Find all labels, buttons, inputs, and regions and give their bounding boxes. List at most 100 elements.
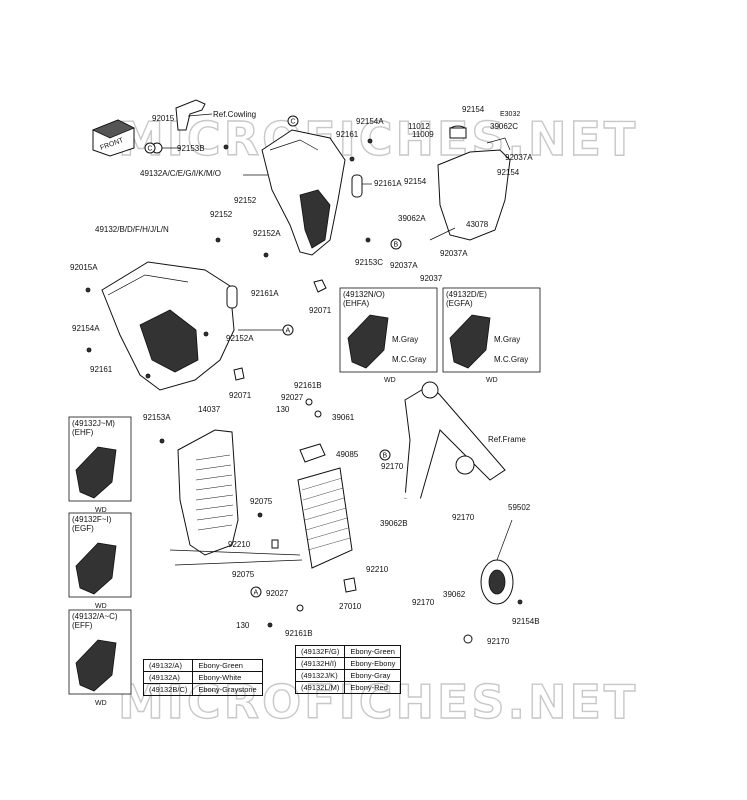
label-92027-bottom: 92027 [266, 589, 289, 598]
circle-b-upper [390, 238, 402, 250]
label-92154b: 92154B [512, 617, 540, 626]
label-92037a-low: 92037A [390, 261, 418, 270]
variant-box-egf: (49132F~I) (EGF) WD [68, 512, 132, 610]
svg-text:B: B [383, 453, 388, 460]
svg-text:(EHF): (EHF) [72, 428, 94, 437]
ref-cowling-label: Ref.Cowling [213, 110, 256, 119]
label-92037a-top: 92037A [505, 153, 533, 162]
label-92154-mid: 92154 [404, 177, 427, 186]
label-59502: 59502 [508, 503, 531, 512]
svg-text:A: A [286, 328, 291, 335]
variant-box-eff: (49132/A~C) (EFF) WD [68, 609, 132, 707]
svg-text:A: A [254, 590, 259, 597]
circle-b-lower [379, 449, 391, 461]
circle-a-lower [250, 586, 262, 598]
svg-text:(EHFA): (EHFA) [343, 299, 370, 308]
label-92015: 92015 [152, 114, 175, 123]
label-92153a: 92153A [143, 413, 171, 422]
label-39062c: 39062C [490, 122, 518, 131]
label-92027-top: 92027 [281, 393, 304, 402]
svg-text:(EFF): (EFF) [72, 621, 93, 630]
label-92161b-top: 92161B [294, 381, 322, 390]
label-92161a-top: 92161A [374, 179, 402, 188]
reserve-tank-part [437, 125, 511, 241]
label-92071-left: 92071 [229, 391, 252, 400]
color-legend-left: (49132/A) Ebony-Green (49132A) Ebony-Whi… [142, 659, 263, 696]
variant-box-ehfa: (49132N/O) (EHFA) M.Gray M.C.Gray WD [339, 287, 438, 384]
legend-row: (49132L/M) Ebony-Red [294, 681, 402, 694]
svg-text:M.Gray: M.Gray [392, 335, 418, 344]
svg-text:(49132J~M): (49132J~M) [72, 419, 115, 428]
label-130-top: 130 [276, 405, 290, 414]
label-92037a-mid: 92037A [440, 249, 468, 258]
watermark-top: MICROFICHES.NET [118, 112, 638, 166]
label-92154a-left: 92154A [72, 324, 100, 333]
label-92154-right: 92154 [497, 168, 520, 177]
variant-box-egfa: (49132D/E) (EGFA) M.Gray M.C.Gray WD [442, 287, 541, 384]
cooling-fan-part [480, 519, 514, 605]
label-92170-d: 92170 [487, 637, 510, 646]
label-92161a-left: 92161A [251, 289, 279, 298]
legend-row: (49132J/K) Ebony-Gray [294, 669, 402, 682]
label-39062: 39062 [443, 590, 466, 599]
label-49132b-d: 49132/B/D/F/H/J/L/N [95, 225, 169, 234]
svg-text:(49132N/O): (49132N/O) [343, 290, 385, 299]
svg-text:(49132F~I): (49132F~I) [72, 515, 112, 524]
svg-text:(EGF): (EGF) [72, 524, 94, 533]
variant-box-ehf: (49132J~M) (EHF) WD [68, 416, 132, 514]
svg-text:(49132D/E): (49132D/E) [446, 290, 487, 299]
label-11009: 11009 [412, 130, 434, 139]
svg-text:WD: WD [95, 507, 107, 514]
label-92170-b: 92170 [452, 513, 475, 522]
label-27010: 27010 [339, 602, 362, 611]
label-11012: 11012 [408, 122, 430, 131]
label-39062a: 39062A [398, 214, 426, 223]
label-130-bottom: 130 [236, 621, 250, 630]
code-e3032: E3032 [500, 111, 520, 118]
ref-frame-label: Ref.Frame [488, 435, 526, 444]
radiator-core-part [297, 443, 353, 569]
label-49085: 49085 [336, 450, 359, 459]
label-43078: 43078 [466, 220, 489, 229]
label-92075-b: 92075 [232, 570, 255, 579]
label-92152a-upper: 92152A [253, 229, 281, 238]
radiator-shroud-part [101, 261, 235, 391]
svg-text:(49132/A~C): (49132/A~C) [72, 612, 118, 621]
inner-cowl-part [261, 129, 346, 256]
label-92037: 92037 [420, 274, 443, 283]
label-92210-a: 92210 [228, 540, 251, 549]
label-92161b-bottom: 92161B [285, 629, 313, 638]
color-legend-right: (49132F/G) Ebony-Green (49132H/I) Ebony-… [294, 645, 402, 694]
label-92153c: 92153C [355, 258, 383, 267]
label-92154-top: 92154 [462, 105, 485, 114]
legend-row: (49132H/I) Ebony-Ebony [294, 657, 402, 670]
svg-text:M.C.Gray: M.C.Gray [494, 355, 528, 364]
label-92154a-top: 92154A [356, 117, 384, 126]
svg-text:C: C [148, 146, 153, 153]
label-92152-upper: 92152 [234, 196, 257, 205]
front-arrow: FRONT [91, 119, 135, 157]
legend-row: (49132A) Ebony-White [142, 671, 263, 684]
label-92153b: 92153B [177, 144, 205, 153]
label-92170-c: 92170 [412, 598, 435, 607]
label-39062b: 39062B [380, 519, 408, 528]
label-14037: 14037 [198, 405, 221, 414]
label-92161-left: 92161 [90, 365, 113, 374]
svg-text:M.C.Gray: M.C.Gray [392, 355, 426, 364]
legend-row: (49132/A) Ebony-Green [142, 659, 263, 672]
svg-text:WD: WD [95, 700, 107, 707]
circle-c-marker: C C [144, 115, 299, 154]
radiator-guard-part [177, 429, 239, 556]
legend-row: (49132B/C) Ebony-Graystone [142, 683, 263, 696]
label-92161-top: 92161 [336, 130, 359, 139]
svg-text:B: B [394, 242, 399, 249]
legend-row: (49132F/G) Ebony-Green [294, 645, 402, 658]
svg-text:C: C [291, 119, 296, 126]
label-92170-a: 92170 [381, 462, 404, 471]
svg-text:M.Gray: M.Gray [494, 335, 520, 344]
label-49132a-c: 49132A/C/E/G/I/K/M/O [140, 169, 221, 178]
label-39061: 39061 [332, 413, 355, 422]
label-92152a-left: 92152A [226, 334, 254, 343]
label-92015a: 92015A [70, 263, 98, 272]
